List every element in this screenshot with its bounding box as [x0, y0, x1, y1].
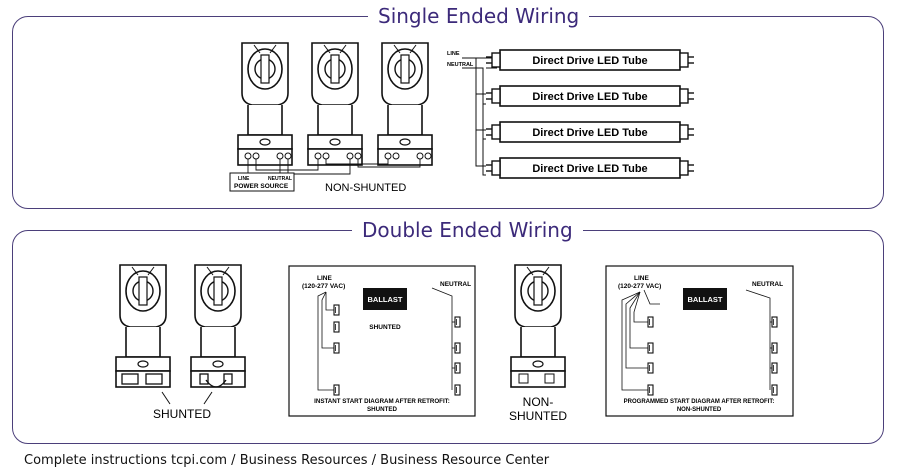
instant-ballast-label: BALLAST: [368, 295, 403, 304]
programmed-ballast-label: BALLAST: [688, 295, 723, 304]
shunted-socket-1: [115, 264, 171, 388]
programmed-line-voltage: (120-277 VAC): [618, 283, 661, 290]
single-terminals: [244, 152, 432, 160]
non-shunted-terminals: [518, 373, 555, 384]
tube-line-label: LINE: [447, 51, 460, 57]
power-source-label: POWER SOURCE: [234, 183, 289, 190]
instant-line-label: LINE: [317, 275, 332, 282]
footer-instructions: Complete instructions tcpi.com / Busines…: [24, 453, 550, 468]
programmed-caption-1: PROGRAMMED START DIAGRAM AFTER RETROFIT:: [624, 399, 775, 405]
tube-feed-wires: [462, 57, 497, 176]
programmed-ballast-box: [683, 288, 727, 310]
programmed-line-label: LINE: [634, 275, 649, 282]
programmed-neutral-label: NEUTRAL: [752, 281, 783, 288]
double-ended-title: Double Ended Wiring: [352, 218, 583, 242]
shunted-label: SHUNTED: [153, 407, 211, 421]
single-socket-wires: [247, 159, 421, 176]
single-ended-panel: [12, 16, 884, 209]
led-tube-3-label: Direct Drive LED Tube: [532, 127, 647, 139]
single-socket-1: [237, 42, 293, 166]
programmed-wires: [621, 289, 774, 391]
single-socket-3: [377, 42, 433, 166]
non-shunted-socket: [510, 264, 566, 388]
power-source-box: [229, 172, 295, 192]
instant-line-voltage: (120-277 VAC): [302, 283, 345, 290]
tube-neutral-label: NEUTRAL: [447, 62, 474, 68]
non-shunted-label-2: SHUNTED: [509, 409, 567, 423]
instant-neutral-label: NEUTRAL: [440, 281, 471, 288]
instant-caption-1: INSTANT START DIAGRAM AFTER RETROFIT:: [314, 398, 450, 405]
single-non-shunted-label: NON-SHUNTED: [325, 182, 406, 194]
shunt-jumper: [121, 373, 233, 388]
led-tube-1-label: Direct Drive LED Tube: [532, 55, 647, 67]
single-ended-title: Single Ended Wiring: [368, 4, 590, 28]
non-shunted-label-1: NON-: [523, 395, 554, 409]
led-tube-4-label: Direct Drive LED Tube: [532, 163, 647, 175]
programmed-caption-2: NON-SHUNTED: [677, 407, 722, 413]
instant-ballast-box: [363, 288, 407, 310]
instant-shunted-label: SHUNTED: [369, 324, 401, 331]
shunted-socket-2: [190, 264, 246, 388]
led-tube-2-label: Direct Drive LED Tube: [532, 91, 647, 103]
source-neutral-label: NEUTRAL: [268, 176, 292, 182]
instant-caption-2: SHUNTED: [367, 406, 397, 413]
single-socket-2: [307, 42, 363, 166]
source-line-label: LINE: [238, 176, 250, 182]
